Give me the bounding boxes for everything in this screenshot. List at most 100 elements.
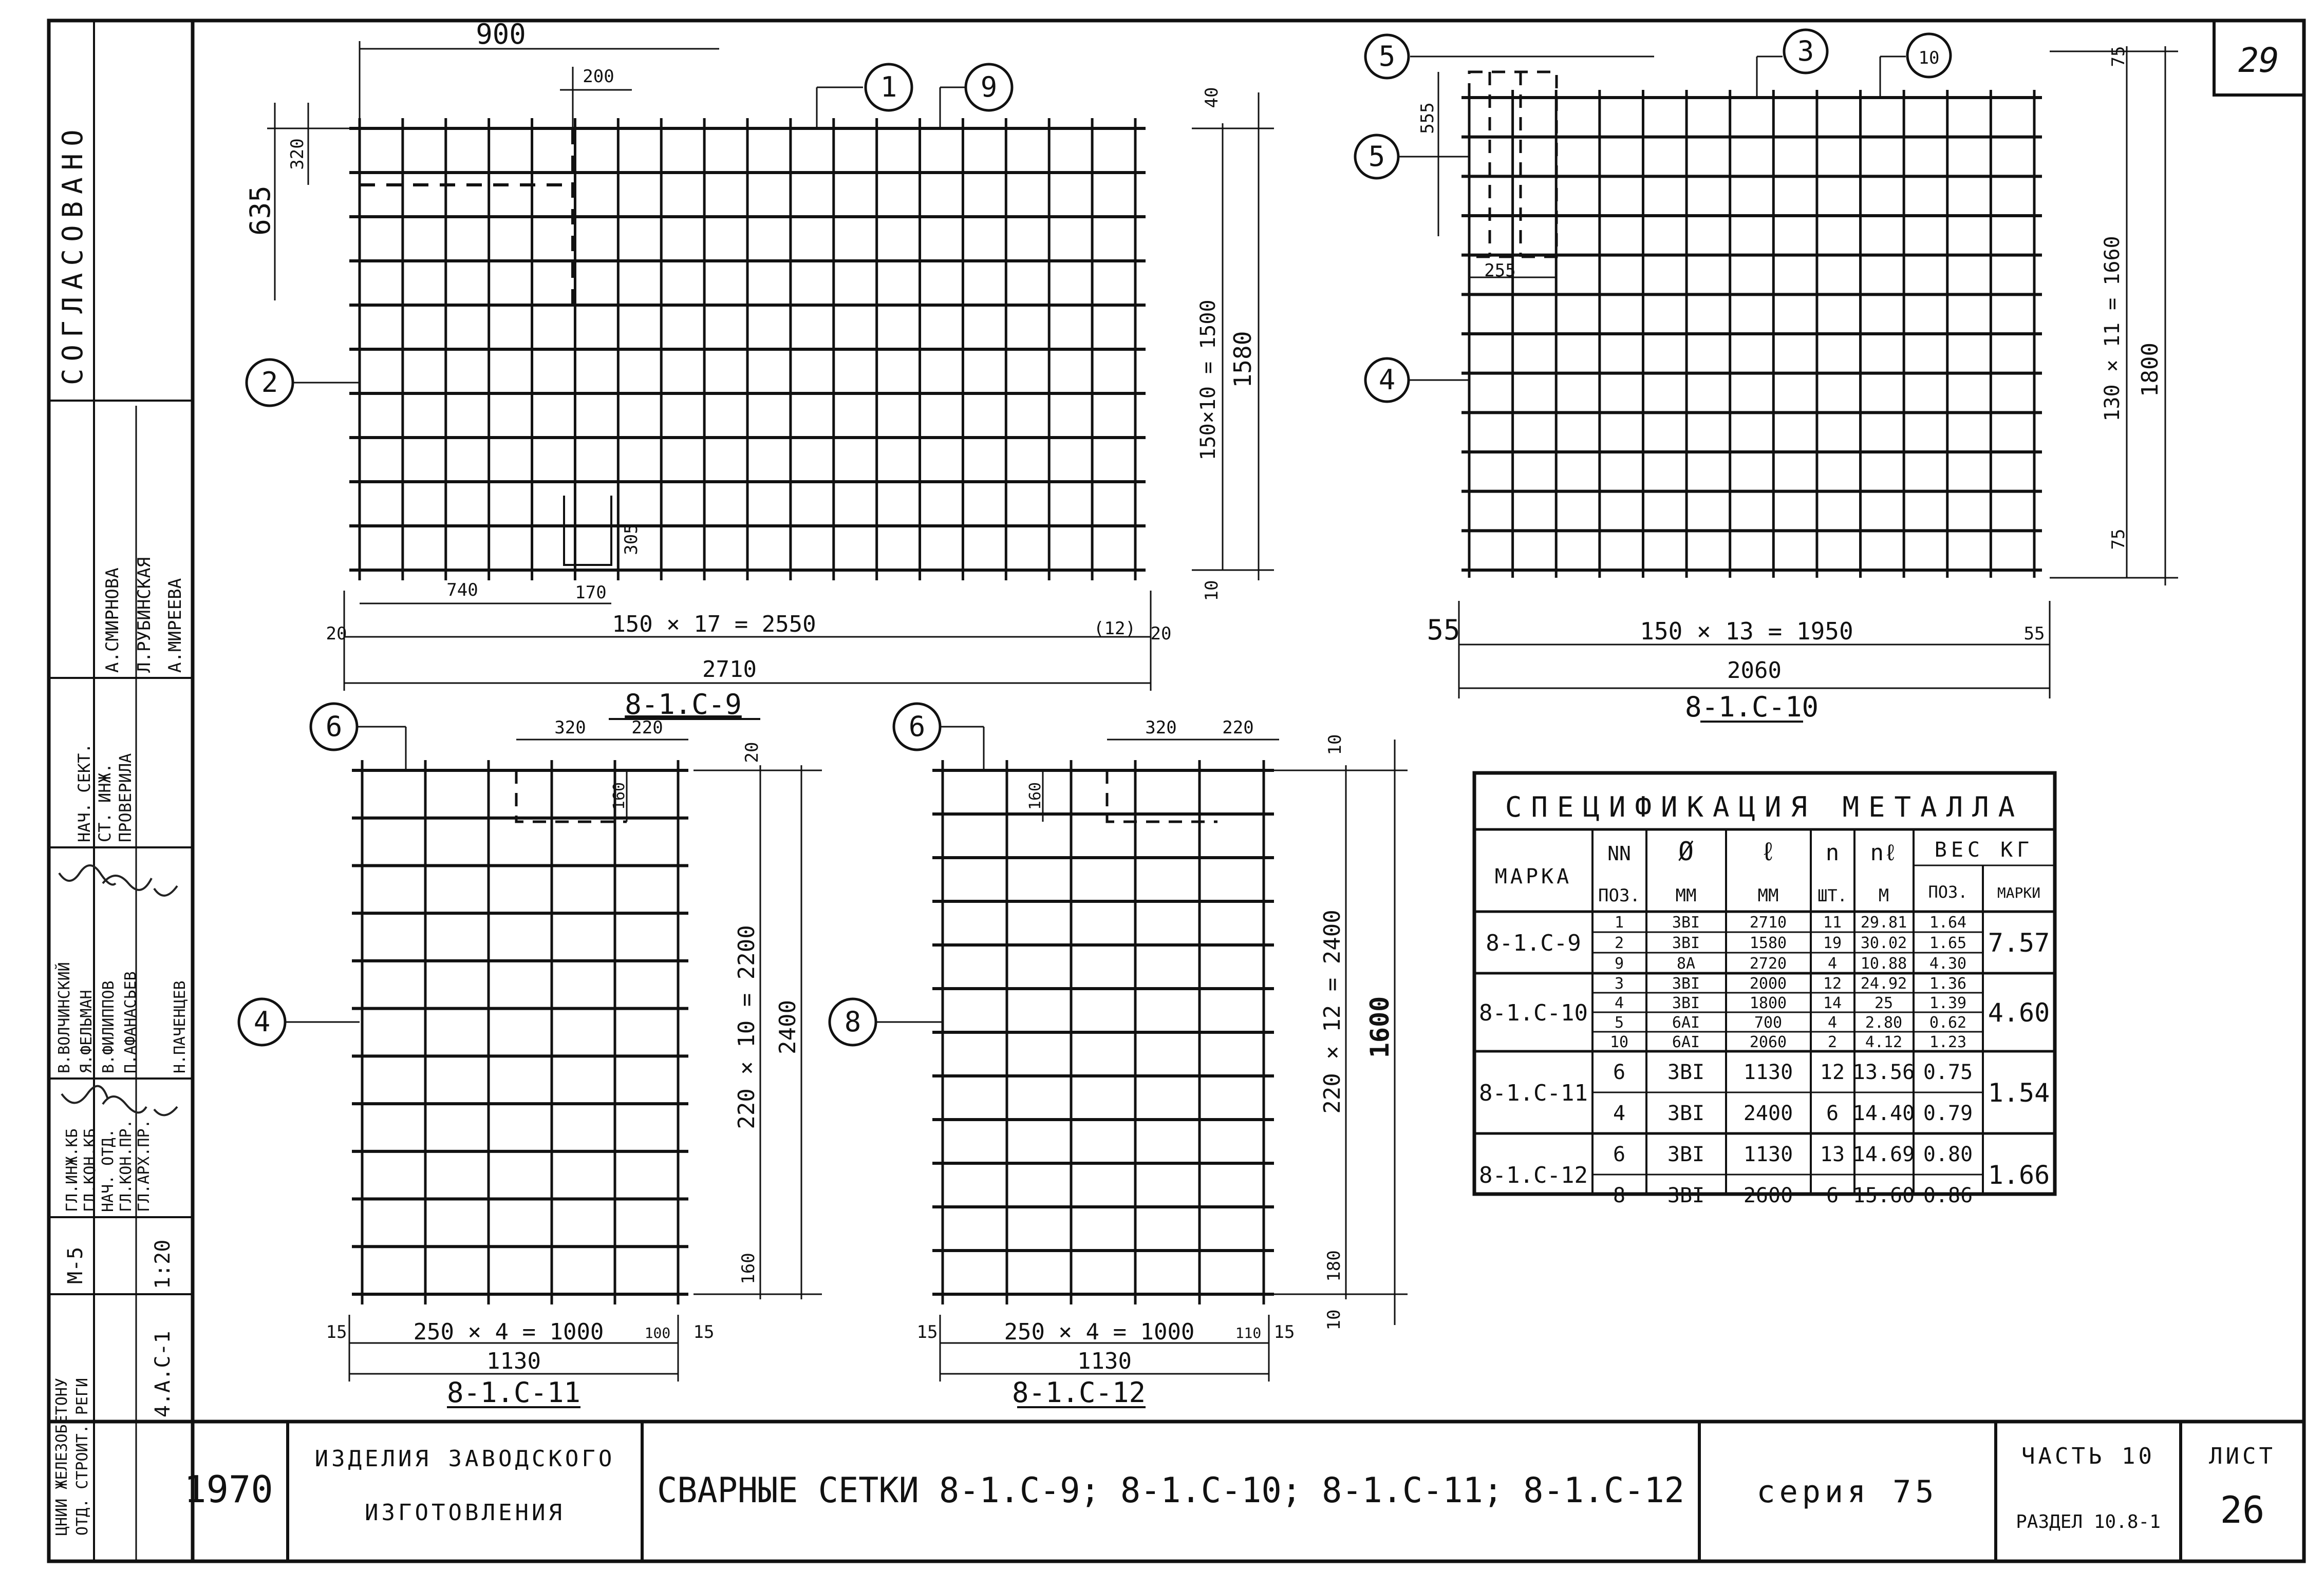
stamp-lrole-2: ГЛ.КОН.КБ: [81, 1128, 99, 1212]
spec-cell-w: 0.80: [1923, 1143, 1973, 1166]
c11-dim-100: 100: [645, 1325, 671, 1341]
stamp-org2: ОТД. СТРОИТ. РЕГИ: [73, 1378, 91, 1536]
spec-cell-pos: 3: [1615, 975, 1624, 993]
mesh-c11-grid: [352, 760, 688, 1304]
spec-cell-d: 8A: [1677, 955, 1695, 973]
spec-cell-l: 2710: [1750, 914, 1787, 932]
c9-dim-40: 40: [1202, 87, 1222, 108]
spec-cell-d: 3BI: [1672, 914, 1700, 932]
spec-cell-d: 3BI: [1672, 934, 1700, 952]
spec-cell-nl: 14.40: [1853, 1102, 1915, 1125]
spec-cell-nl: 4.12: [1865, 1033, 1902, 1051]
spec-h-pos: ПОЗ.: [1598, 885, 1640, 906]
c12-dim-10a: 10: [1325, 734, 1345, 755]
c9-dim-2710: 2710: [702, 656, 757, 683]
stamp-name-1: В.ВОЛЧИНСКИЙ: [55, 962, 73, 1073]
mesh-c12: 6 8 320 220 160 10 220 × 12 = 2400 1600 …: [828, 702, 1408, 1409]
spec-cell-nl: 30.02: [1861, 934, 1907, 952]
stamp-lrole-1: ГЛ.ИНЖ.КБ: [63, 1128, 81, 1212]
spec-h-pcs: ШТ.: [1817, 886, 1847, 905]
spec-cell-pos: 9: [1615, 955, 1624, 973]
c11-dim-1130: 1130: [486, 1348, 541, 1374]
spec-mark-weight: 1.54: [1988, 1078, 2050, 1108]
spec-cell-l: 700: [1754, 1014, 1782, 1032]
spec-cell-pos: 5: [1615, 1014, 1624, 1032]
c11-dim-2400: 2400: [775, 1000, 801, 1054]
c9-dim-740: 740: [446, 580, 478, 600]
stamp-signer-1: А.СМИРНОВА: [102, 568, 123, 673]
tb-year: 1970: [184, 1468, 273, 1511]
spec-cell-nl: 14.69: [1853, 1143, 1915, 1166]
c10-callout-4: 4: [1379, 364, 1396, 396]
c9-callout-1: 1: [880, 71, 897, 103]
spec-cell-d: 3BI: [1667, 1102, 1704, 1125]
tb-section: РАЗДЕЛ 10.8-1: [2016, 1511, 2161, 1533]
c12-label: 8-1.С-12: [1012, 1376, 1146, 1409]
stamp-name-5: Н.ПАЧЕНЦЕВ: [171, 980, 189, 1073]
spec-cell-pos: 10: [1610, 1033, 1628, 1051]
c12-dim-110: 110: [1235, 1325, 1262, 1341]
stamp-code: 4.А.С-1: [151, 1331, 175, 1417]
c12-dim-320: 320: [1145, 717, 1176, 738]
spec-cell-nl: 2.80: [1865, 1014, 1902, 1032]
tb-title: СВАРНЫЕ СЕТКИ 8-1.С-9; 8-1.С-10; 8-1.С-1…: [657, 1470, 1684, 1511]
c11-dim-160b: 160: [738, 1253, 759, 1284]
spec-h-mark: МАРКА: [1495, 865, 1572, 888]
spec-cell-w: 1.65: [1929, 934, 1966, 952]
c11-dim-1000: 250 × 4 = 1000: [414, 1319, 604, 1345]
spec-cell-d: 3BI: [1667, 1061, 1704, 1084]
c9-dim-305: 305: [621, 523, 642, 555]
c11-callout-6: 6: [326, 710, 343, 743]
stamp-signer-2: Л.РУБИНСКАЯ: [134, 557, 155, 673]
c11-dim-20: 20: [742, 742, 762, 763]
c9-dim-320: 320: [287, 138, 308, 169]
spec-cell-nl: 25: [1875, 994, 1893, 1012]
c9-callout-2: 2: [261, 366, 278, 399]
c9-dim-1580: 1580: [1229, 331, 1257, 388]
stamp-role-1: НАЧ. СЕКТ.: [74, 743, 94, 842]
c12-dim-160: 160: [1026, 782, 1044, 810]
spec-cell-n: 19: [1823, 934, 1842, 952]
spec-mark-weight: 7.57: [1988, 928, 2050, 958]
spec-cell-w: 1.23: [1929, 1033, 1966, 1051]
spec-cell-n: 4: [1828, 1014, 1837, 1032]
title-block: 1970 ИЗДЕЛИЯ ЗАВОДСКОГО ИЗГОТОВЛЕНИЯ СВА…: [184, 1422, 2273, 1561]
spec-cell-d: 6AI: [1672, 1014, 1700, 1032]
spec-h-l-mm: ММ: [1758, 885, 1779, 906]
mesh-c9-grid: [349, 118, 1146, 580]
c11-dim-15b: 15: [694, 1322, 715, 1342]
mesh-c12-opening: [1105, 770, 1217, 823]
c10-dim-1950: 150 × 13 = 1950: [1640, 617, 1853, 645]
spec-cell-pos: 6: [1613, 1061, 1625, 1084]
spec-cell-l: 2400: [1744, 1102, 1793, 1125]
spec-cell-l: 1130: [1744, 1061, 1793, 1084]
c10-dim-555: 555: [1417, 102, 1438, 134]
spec-cell-nl: 13.56: [1853, 1061, 1915, 1084]
stamp-signer-3: А.МИРЕЕВА: [165, 578, 185, 673]
spec-cell-d: 3BI: [1672, 994, 1700, 1012]
mesh-c12-grid: [932, 760, 1274, 1304]
c9-dim-10: 10: [1202, 580, 1222, 601]
stamp-name-4: П.АФАНАСЬЕВ: [122, 971, 140, 1073]
spec-cell-n: 11: [1823, 914, 1842, 932]
stamp-scale: 1:20: [151, 1240, 175, 1289]
spec-cell-w: 0.75: [1923, 1061, 1973, 1084]
c12-dim-1600: 1600: [1365, 996, 1395, 1058]
spec-mark: 8-1.С-10: [1479, 1000, 1588, 1026]
spec-h-wmark: МАРКИ: [1997, 884, 2040, 901]
spec-cell-l: 2000: [1750, 975, 1787, 993]
mesh-c10-opening: [1468, 70, 1558, 258]
spec-cell-pos: 4: [1615, 994, 1624, 1012]
spec-cell-nl: 24.92: [1861, 975, 1907, 993]
spec-cell-pos: 6: [1613, 1143, 1625, 1166]
spec-cell-pos: 1: [1615, 914, 1624, 932]
spec-h-n: n: [1826, 840, 1840, 866]
sheet-number: 29: [2238, 41, 2279, 80]
spec-cell-pos: 2: [1615, 934, 1624, 952]
spec-table: СПЕЦИФИКАЦИЯ МЕТАЛЛА МАРКА NN ПОЗ. Ø ММ …: [1472, 771, 2057, 1207]
mesh-c9-opening-bottom: [563, 496, 612, 566]
stamp-name-2: Я.ФЕЛЬМАН: [78, 990, 96, 1073]
c11-dim-320: 320: [554, 717, 586, 738]
spec-cell-nl: 29.81: [1861, 914, 1907, 932]
spec-cell-l: 1580: [1750, 934, 1787, 952]
